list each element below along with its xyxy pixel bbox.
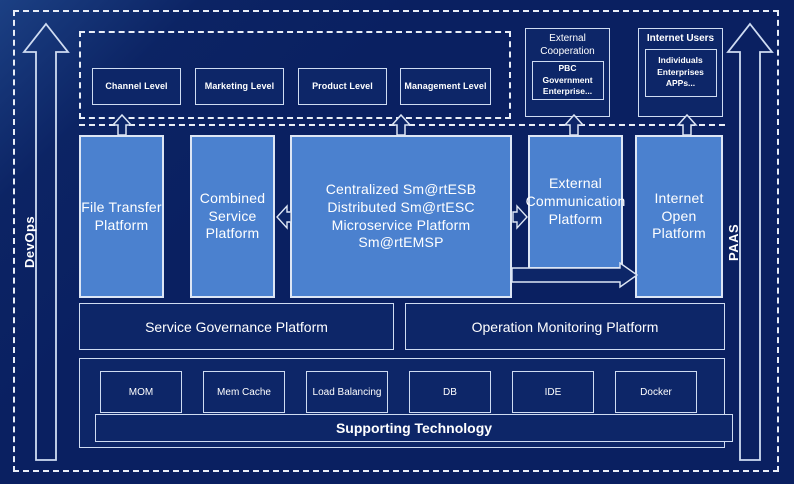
tech-label: Mem Cache — [217, 386, 271, 398]
level-box-channel[interactable]: Channel Level — [92, 68, 181, 105]
arrow-right-to-external-communication — [512, 204, 528, 230]
paas-arrow: PAAS — [726, 22, 774, 462]
arrow-right-to-internet-open-platform — [512, 262, 638, 290]
platform-combined-service[interactable]: Combined Service Platform — [190, 135, 275, 298]
external-cooperation-box[interactable]: External Cooperation PBC Government Ente… — [525, 28, 610, 117]
tech-box-load-balancing[interactable]: Load Balancing — [306, 371, 388, 413]
internet-users-title: Internet Users — [646, 33, 715, 44]
platform-file-transfer[interactable]: File Transfer Platform — [79, 135, 164, 298]
level-box-product[interactable]: Product Level — [298, 68, 387, 105]
tech-box-docker[interactable]: Docker — [615, 371, 697, 413]
platform-label: File Transfer Platform — [81, 198, 162, 233]
devops-arrow: DevOps — [22, 22, 70, 462]
internet-users-box[interactable]: Internet Users Individuals Enterprises A… — [638, 28, 723, 117]
platform-external-communication[interactable]: External Communication Platform — [525, 135, 626, 269]
up-arrow-internet-open-platform — [676, 114, 698, 136]
platform-internet-open[interactable]: Internet Open Platform — [635, 135, 723, 298]
devops-label: DevOps — [22, 215, 37, 269]
arrow-left-to-combined-service — [276, 204, 292, 230]
tech-label: MOM — [128, 386, 154, 398]
tech-label: DB — [443, 386, 457, 398]
tech-box-mem-cache[interactable]: Mem Cache — [203, 371, 285, 413]
monitoring-label: Operation Monitoring Platform — [471, 318, 659, 335]
internet-users-inner: Individuals Enterprises APPs... — [644, 48, 717, 97]
external-cooperation-title: External Cooperation — [540, 33, 595, 57]
paas-label: PAAS — [726, 223, 741, 261]
tech-box-db[interactable]: DB — [409, 371, 491, 413]
platform-label: Combined Service Platform — [199, 189, 266, 242]
tech-label: Load Balancing — [312, 386, 382, 398]
level-label: Management Level — [404, 80, 487, 91]
platform-label: External Communication Platform — [525, 175, 626, 227]
tech-box-ide[interactable]: IDE — [512, 371, 594, 413]
external-cooperation-inner: PBC Government Enterprise... — [531, 61, 604, 100]
up-arrow-file-transfer — [111, 114, 133, 136]
outer-dashed-frame — [13, 10, 779, 472]
governance-label: Service Governance Platform — [145, 318, 328, 335]
platform-label: Internet Open Platform — [652, 189, 706, 242]
platform-centralized-esb[interactable]: Centralized Sm@rtESB Distributed Sm@rtES… — [290, 135, 512, 298]
level-box-marketing[interactable]: Marketing Level — [195, 68, 284, 105]
tech-label: Docker — [640, 386, 672, 398]
supporting-technology-bar[interactable]: Supporting Technology — [95, 414, 733, 442]
supporting-technology-label: Supporting Technology — [335, 420, 493, 436]
up-arrow-centralized-platform — [390, 114, 412, 136]
level-label: Channel Level — [105, 80, 168, 91]
platform-label: Centralized Sm@rtESB Distributed Sm@rtES… — [325, 180, 477, 251]
operation-monitoring-platform[interactable]: Operation Monitoring Platform — [405, 303, 725, 350]
level-box-management[interactable]: Management Level — [400, 68, 491, 105]
up-arrow-external-communication — [563, 114, 585, 136]
level-label: Marketing Level — [204, 80, 275, 91]
level-label: Product Level — [312, 80, 373, 91]
service-governance-platform[interactable]: Service Governance Platform — [79, 303, 394, 350]
business-levels-group — [79, 31, 511, 119]
tech-box-mom[interactable]: MOM — [100, 371, 182, 413]
tech-label: IDE — [544, 386, 562, 398]
